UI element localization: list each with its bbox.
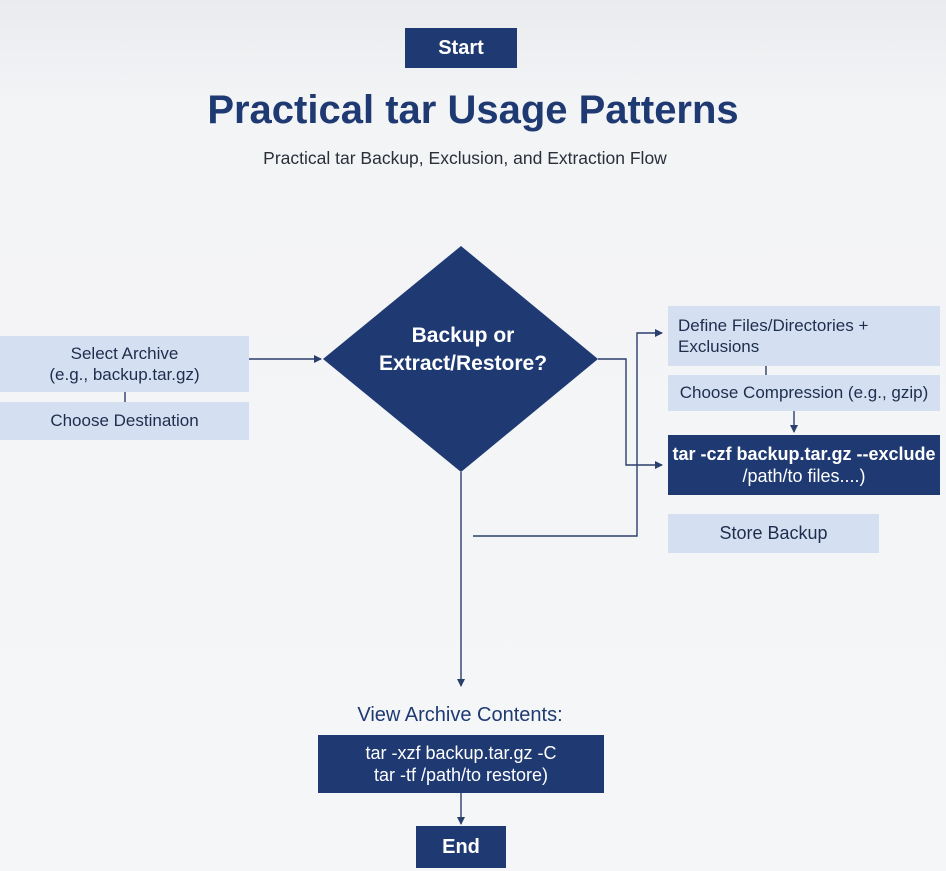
connector-decision-to-backup-command <box>598 358 663 469</box>
choose-destination-label: Choose Destination <box>50 411 199 431</box>
extract-command-node: tar -xzf backup.tar.gz -C tar -tf /path/… <box>318 735 604 793</box>
select-archive-line-1: Select Archive <box>70 343 179 363</box>
decision-label-line-2: Extract/Restore? <box>378 352 548 376</box>
diagram-title: Practical tar Usage Patterns <box>207 88 739 132</box>
end-label: End <box>442 835 480 858</box>
view-archive-label: View Archive Contents: <box>357 704 563 726</box>
backup-command-node: tar -czf backup.tar.gz --exclude /path/t… <box>668 435 940 495</box>
define-files-node: Define Files/Directories + Exclusions <box>668 306 940 366</box>
store-backup-label: Store Backup <box>719 523 828 544</box>
choose-compression-label: Choose Compression (e.g., gzip) <box>679 383 929 403</box>
choose-destination-node: Choose Destination <box>0 402 249 440</box>
decision-label: Backup or Extract/Restore? <box>330 322 596 379</box>
start-node: Start <box>405 28 517 68</box>
start-label: Start <box>438 36 484 59</box>
backup-command-line-1: tar -czf backup.tar.gz --exclude <box>672 443 936 464</box>
select-archive-node: Select Archive (e.g., backup.tar.gz) <box>0 336 249 392</box>
define-files-line-1: Define Files/Directories + <box>678 315 869 335</box>
diagram-subtitle: Practical tar Backup, Exclusion, and Ext… <box>263 148 667 168</box>
store-backup-node: Store Backup <box>668 514 879 553</box>
decision-diamond <box>323 246 598 472</box>
choose-compression-node: Choose Compression (e.g., gzip) <box>668 375 940 411</box>
select-archive-line-2: (e.g., backup.tar.gz) <box>49 365 200 384</box>
backup-command-line-2: /path/to files....) <box>742 466 866 486</box>
extract-command-line-1: tar -xzf backup.tar.gz -C <box>365 742 557 763</box>
connector-decision-to-define-files <box>473 329 663 537</box>
define-files-line-2: Exclusions <box>678 337 760 356</box>
extract-command-line-2: tar -tf /path/to restore) <box>373 765 549 785</box>
decision-label-line-1: Backup or <box>411 324 515 347</box>
end-node: End <box>416 826 506 868</box>
